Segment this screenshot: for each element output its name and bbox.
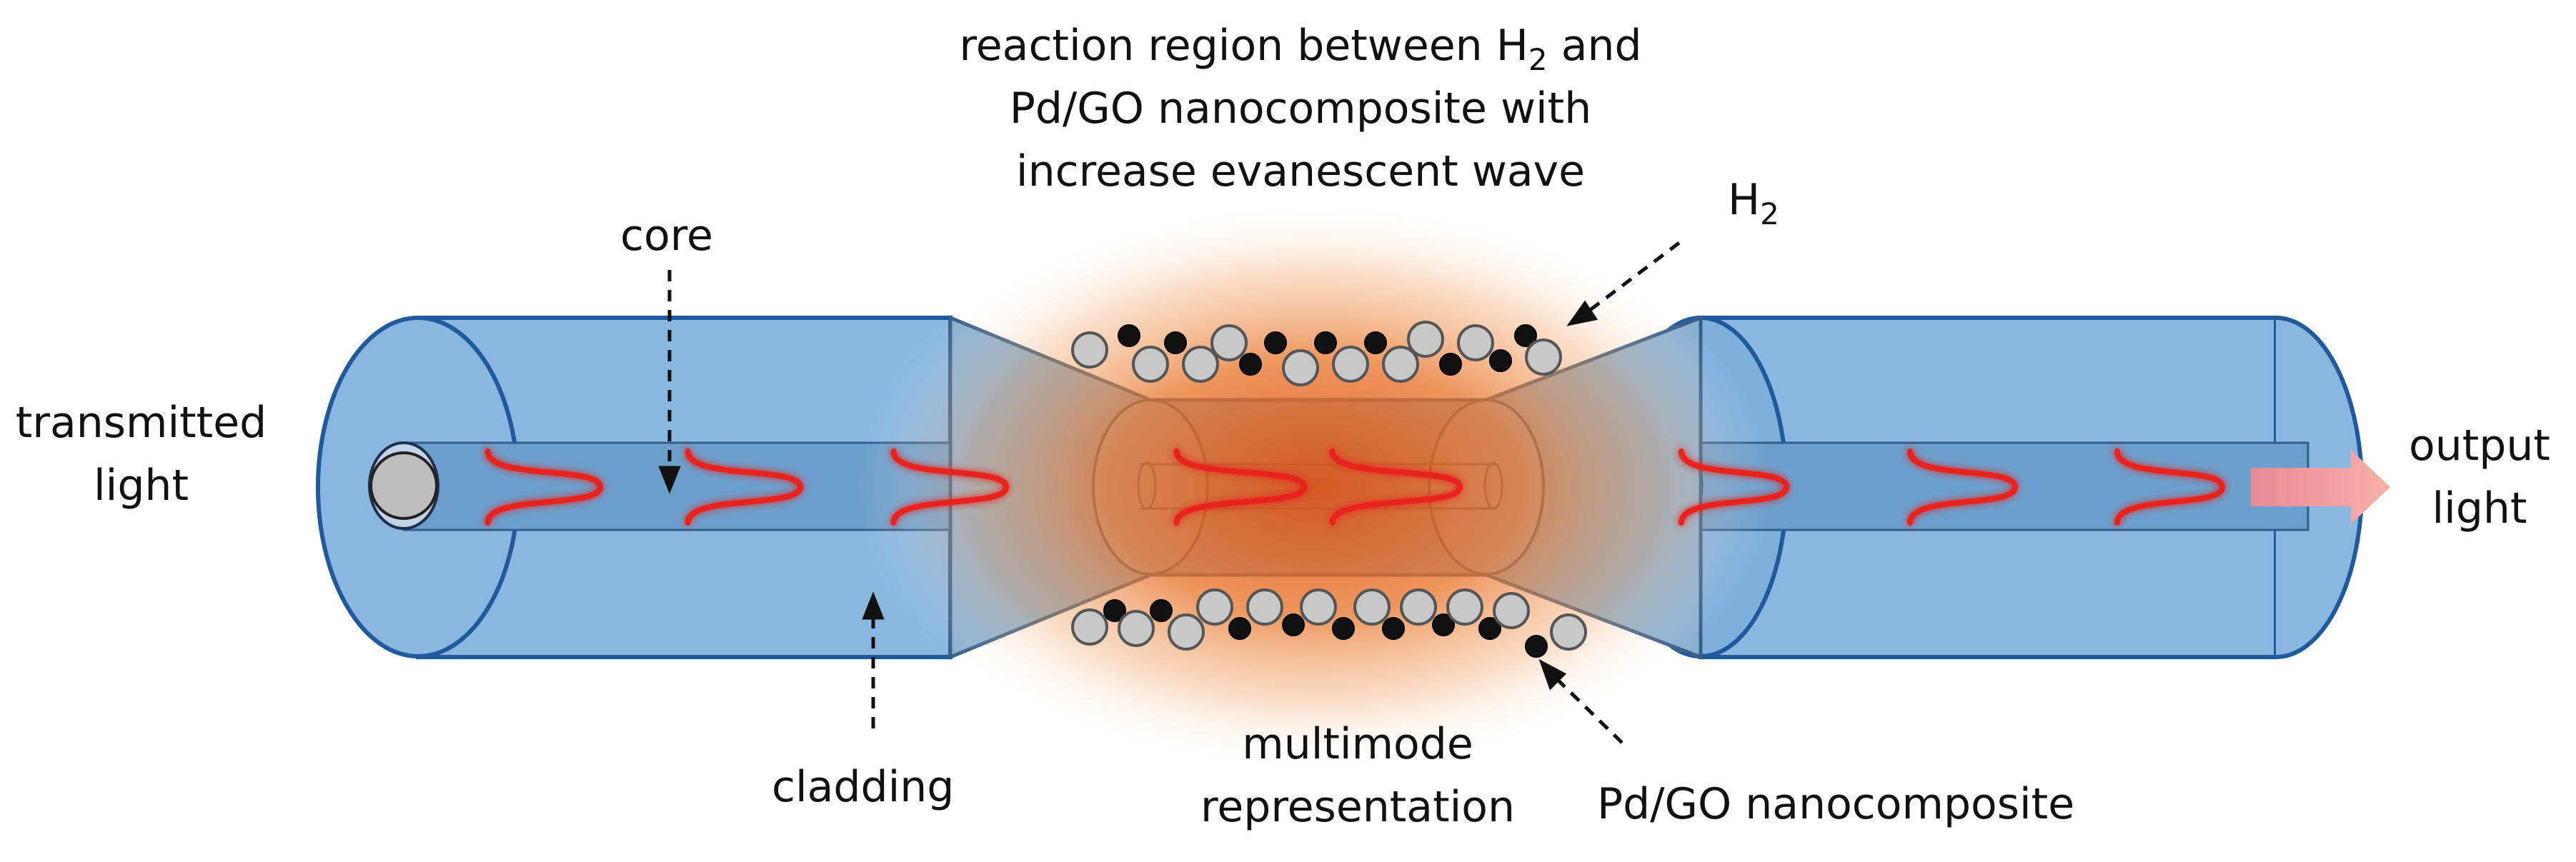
- black-particle: [1228, 617, 1251, 640]
- black-particle: [1382, 617, 1405, 640]
- pointer-arrows: [658, 241, 1681, 744]
- transmitted-light-line-2: light: [94, 461, 189, 511]
- gray-particle: [1071, 608, 1108, 646]
- black-particle: [1150, 599, 1173, 622]
- black-particle: [1489, 349, 1512, 372]
- evanescent-wave: [484, 448, 604, 526]
- reaction-line-1-sub: 2: [1528, 42, 1548, 77]
- pd-go-particles: [1071, 321, 1587, 658]
- gray-particle: [1168, 613, 1205, 651]
- reaction-line-1: reaction region between H2 and: [907, 14, 1694, 77]
- gray-particle: [1118, 610, 1155, 647]
- h2-main: H: [1728, 175, 1761, 225]
- black-particle: [1364, 331, 1387, 354]
- gray-particle: [1446, 588, 1483, 626]
- gray-particle: [1382, 346, 1419, 383]
- evanescent-wave: [1679, 448, 1790, 526]
- evanescent-wave: [890, 448, 1010, 526]
- reaction-line-2: Pd/GO nanocomposite with: [1009, 84, 1592, 134]
- multimode-line-1: multimode: [1242, 719, 1473, 769]
- gray-particle: [1525, 339, 1562, 376]
- reaction-line-1-a: reaction region between H: [959, 21, 1528, 71]
- gray-particle: [1282, 349, 1319, 386]
- gray-particle: [1332, 346, 1369, 383]
- multimode-line-2: representation: [1200, 782, 1516, 832]
- h2-label: H2: [1728, 169, 1779, 231]
- gray-particle: [1550, 613, 1587, 651]
- black-particle: [1103, 599, 1126, 622]
- output-light-line-1: output: [2409, 421, 2550, 471]
- pd-go-label: Pd/GO nanocomposite: [1597, 779, 2075, 829]
- black-particle: [1432, 613, 1455, 636]
- output-light-line-2: light: [2432, 483, 2527, 533]
- gray-particle: [1353, 588, 1391, 626]
- gray-particle: [1300, 588, 1337, 626]
- black-particle: [1332, 617, 1355, 640]
- transmitted-light-line-1: transmitted: [15, 398, 267, 448]
- output-arrow: [2251, 450, 2390, 524]
- output-light-label: output light: [2387, 414, 2572, 540]
- black-particle: [1164, 331, 1187, 354]
- black-particle: [1314, 331, 1337, 354]
- black-particle: [1239, 353, 1262, 376]
- gray-particle: [1400, 588, 1437, 626]
- core-label: core: [620, 211, 713, 261]
- black-particle: [1478, 617, 1501, 640]
- gray-particle: [1196, 588, 1233, 626]
- evanescent-waves: [484, 448, 2226, 526]
- gray-particle: [1493, 592, 1530, 629]
- cladding-label: cladding: [772, 762, 955, 812]
- transmitted-light-label: transmitted light: [0, 391, 282, 517]
- reaction-glow: [857, 201, 1772, 773]
- evanescent-wave: [2114, 448, 2226, 526]
- black-particle: [1525, 635, 1548, 658]
- evanescent-wave: [685, 448, 804, 526]
- evanescent-wave: [1329, 448, 1463, 526]
- gray-particle: [1071, 331, 1108, 369]
- black-particle: [1439, 353, 1462, 376]
- black-particle: [1514, 324, 1537, 347]
- h2-sub: 2: [1760, 196, 1779, 231]
- reaction-line-3: increase evanescent wave: [1015, 146, 1586, 196]
- reaction-line-1-b: and: [1547, 21, 1642, 71]
- black-particle: [1118, 324, 1140, 347]
- gray-particle: [1182, 346, 1219, 383]
- evanescent-wave: [1173, 448, 1308, 526]
- black-particle: [1264, 331, 1287, 354]
- gray-particle: [1457, 324, 1494, 361]
- multimode-label: multimode representation: [1172, 713, 1543, 838]
- gray-particle: [1210, 324, 1248, 361]
- gray-particle: [1132, 346, 1169, 383]
- gray-particle: [1246, 588, 1283, 626]
- evanescent-wave: [1907, 448, 2019, 526]
- reaction-region-label: reaction region between H2 and Pd/GO nan…: [907, 14, 1694, 203]
- gray-particle: [1407, 321, 1444, 358]
- black-particle: [1282, 613, 1305, 636]
